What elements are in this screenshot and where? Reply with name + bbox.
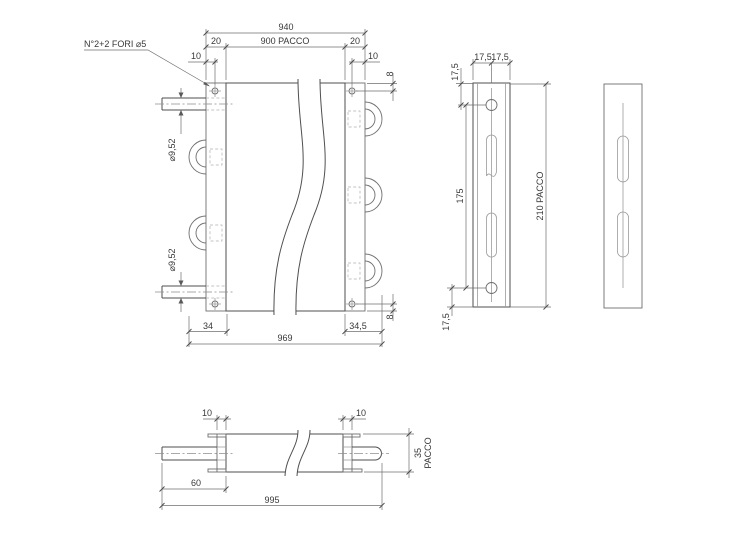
dim-thickness-label: PACCO — [423, 437, 433, 468]
break-line-left — [273, 78, 304, 316]
dim-overall-length: 969 — [277, 333, 292, 343]
dim-total-width: 940 — [278, 22, 293, 32]
dimension-ticks — [449, 60, 549, 310]
dim-hole-edge-top: 8 — [385, 71, 395, 76]
dim-thickness: 35 — [413, 448, 423, 458]
dim-hole-edge-bottom: 8 — [385, 314, 395, 319]
side-slot-upper — [486, 134, 497, 177]
side-slot-lower — [486, 212, 497, 258]
break-line-right — [296, 429, 311, 477]
extension-lines — [161, 415, 414, 510]
dim-bottom-hole-offset: 17,5 — [441, 313, 451, 331]
dim-half-width-left: 17,5 — [474, 52, 492, 62]
dim-tube-length: 60 — [191, 478, 201, 488]
break-gap — [273, 79, 326, 315]
dim-tube-dia-top: ⌀9,52 — [167, 139, 177, 162]
roller-arcs-left — [188, 139, 207, 251]
break-line-left — [284, 429, 299, 477]
hidden-plate-details — [209, 110, 361, 280]
dim-hole-offset-right: 10 — [368, 51, 378, 61]
lip-bottom-left — [207, 468, 227, 473]
dimension-lines — [451, 62, 547, 316]
dim-hole-offset-left: 10 — [191, 51, 201, 61]
right-slot-lower — [617, 211, 629, 258]
roller-arcs-right — [364, 101, 383, 289]
bottom-view: 10 10 60 995 35 PACCO — [155, 408, 433, 510]
side-inner-walls — [477, 83, 506, 307]
tube-centerlines — [155, 103, 233, 293]
dim-flange-left: 20 — [211, 36, 221, 46]
dim-overhang-left: 34 — [203, 321, 213, 331]
lip-top-left — [207, 433, 227, 438]
right-view — [603, 83, 643, 309]
dim-lip-right: 10 — [356, 408, 366, 418]
side-view: 17,5 17,5 17,5 175 210 PACCO 17,5 — [441, 52, 551, 331]
lip-top-right — [342, 433, 361, 438]
break-gap — [285, 430, 310, 476]
tube-hidden-lines — [206, 97, 226, 299]
dim-pack-width: 900 PACCO — [261, 36, 310, 46]
right-slot-upper — [617, 135, 629, 183]
front-left-plate — [205, 82, 227, 312]
dim-hole-spacing: 175 — [455, 188, 465, 203]
tube-hidden-segments — [217, 446, 352, 461]
front-dimensions: N°2+2 FORI ⌀5 940 20 900 PACCO 20 10 10 … — [84, 22, 397, 347]
front-view: N°2+2 FORI ⌀5 940 20 900 PACCO 20 10 10 … — [84, 22, 397, 347]
leader-arrow — [203, 81, 210, 87]
dim-top-hole-offset: 17,5 — [450, 63, 460, 81]
mounting-holes — [209, 85, 358, 310]
leader-line — [84, 49, 210, 86]
dimension-lines — [180, 32, 394, 345]
bottom-pack-body — [225, 433, 344, 473]
dim-overhang-right: 34,5 — [349, 321, 367, 331]
dim-half-width-right: 17,5 — [491, 52, 509, 62]
dimension-lines — [162, 418, 410, 506]
lip-bottom-right — [342, 468, 363, 473]
dimension-ticks — [186, 30, 396, 347]
dim-overall-length: 995 — [264, 495, 279, 505]
dim-flange-right: 20 — [350, 36, 360, 46]
dim-holes-note: N°2+2 FORI ⌀5 — [84, 39, 146, 49]
dim-tube-dia-bottom: ⌀9,52 — [167, 249, 177, 272]
side-dimensions: 17,5 17,5 17,5 175 210 PACCO 17,5 — [441, 52, 551, 331]
right-outline — [603, 83, 643, 309]
bottom-dimensions: 10 10 60 995 35 PACCO — [159, 408, 433, 510]
dim-lip-left: 10 — [202, 408, 212, 418]
flange-edges — [216, 434, 353, 472]
dim-pack-height: 210 PACCO — [535, 172, 545, 221]
break-line-right — [295, 78, 326, 316]
dimension-ticks — [159, 416, 412, 509]
